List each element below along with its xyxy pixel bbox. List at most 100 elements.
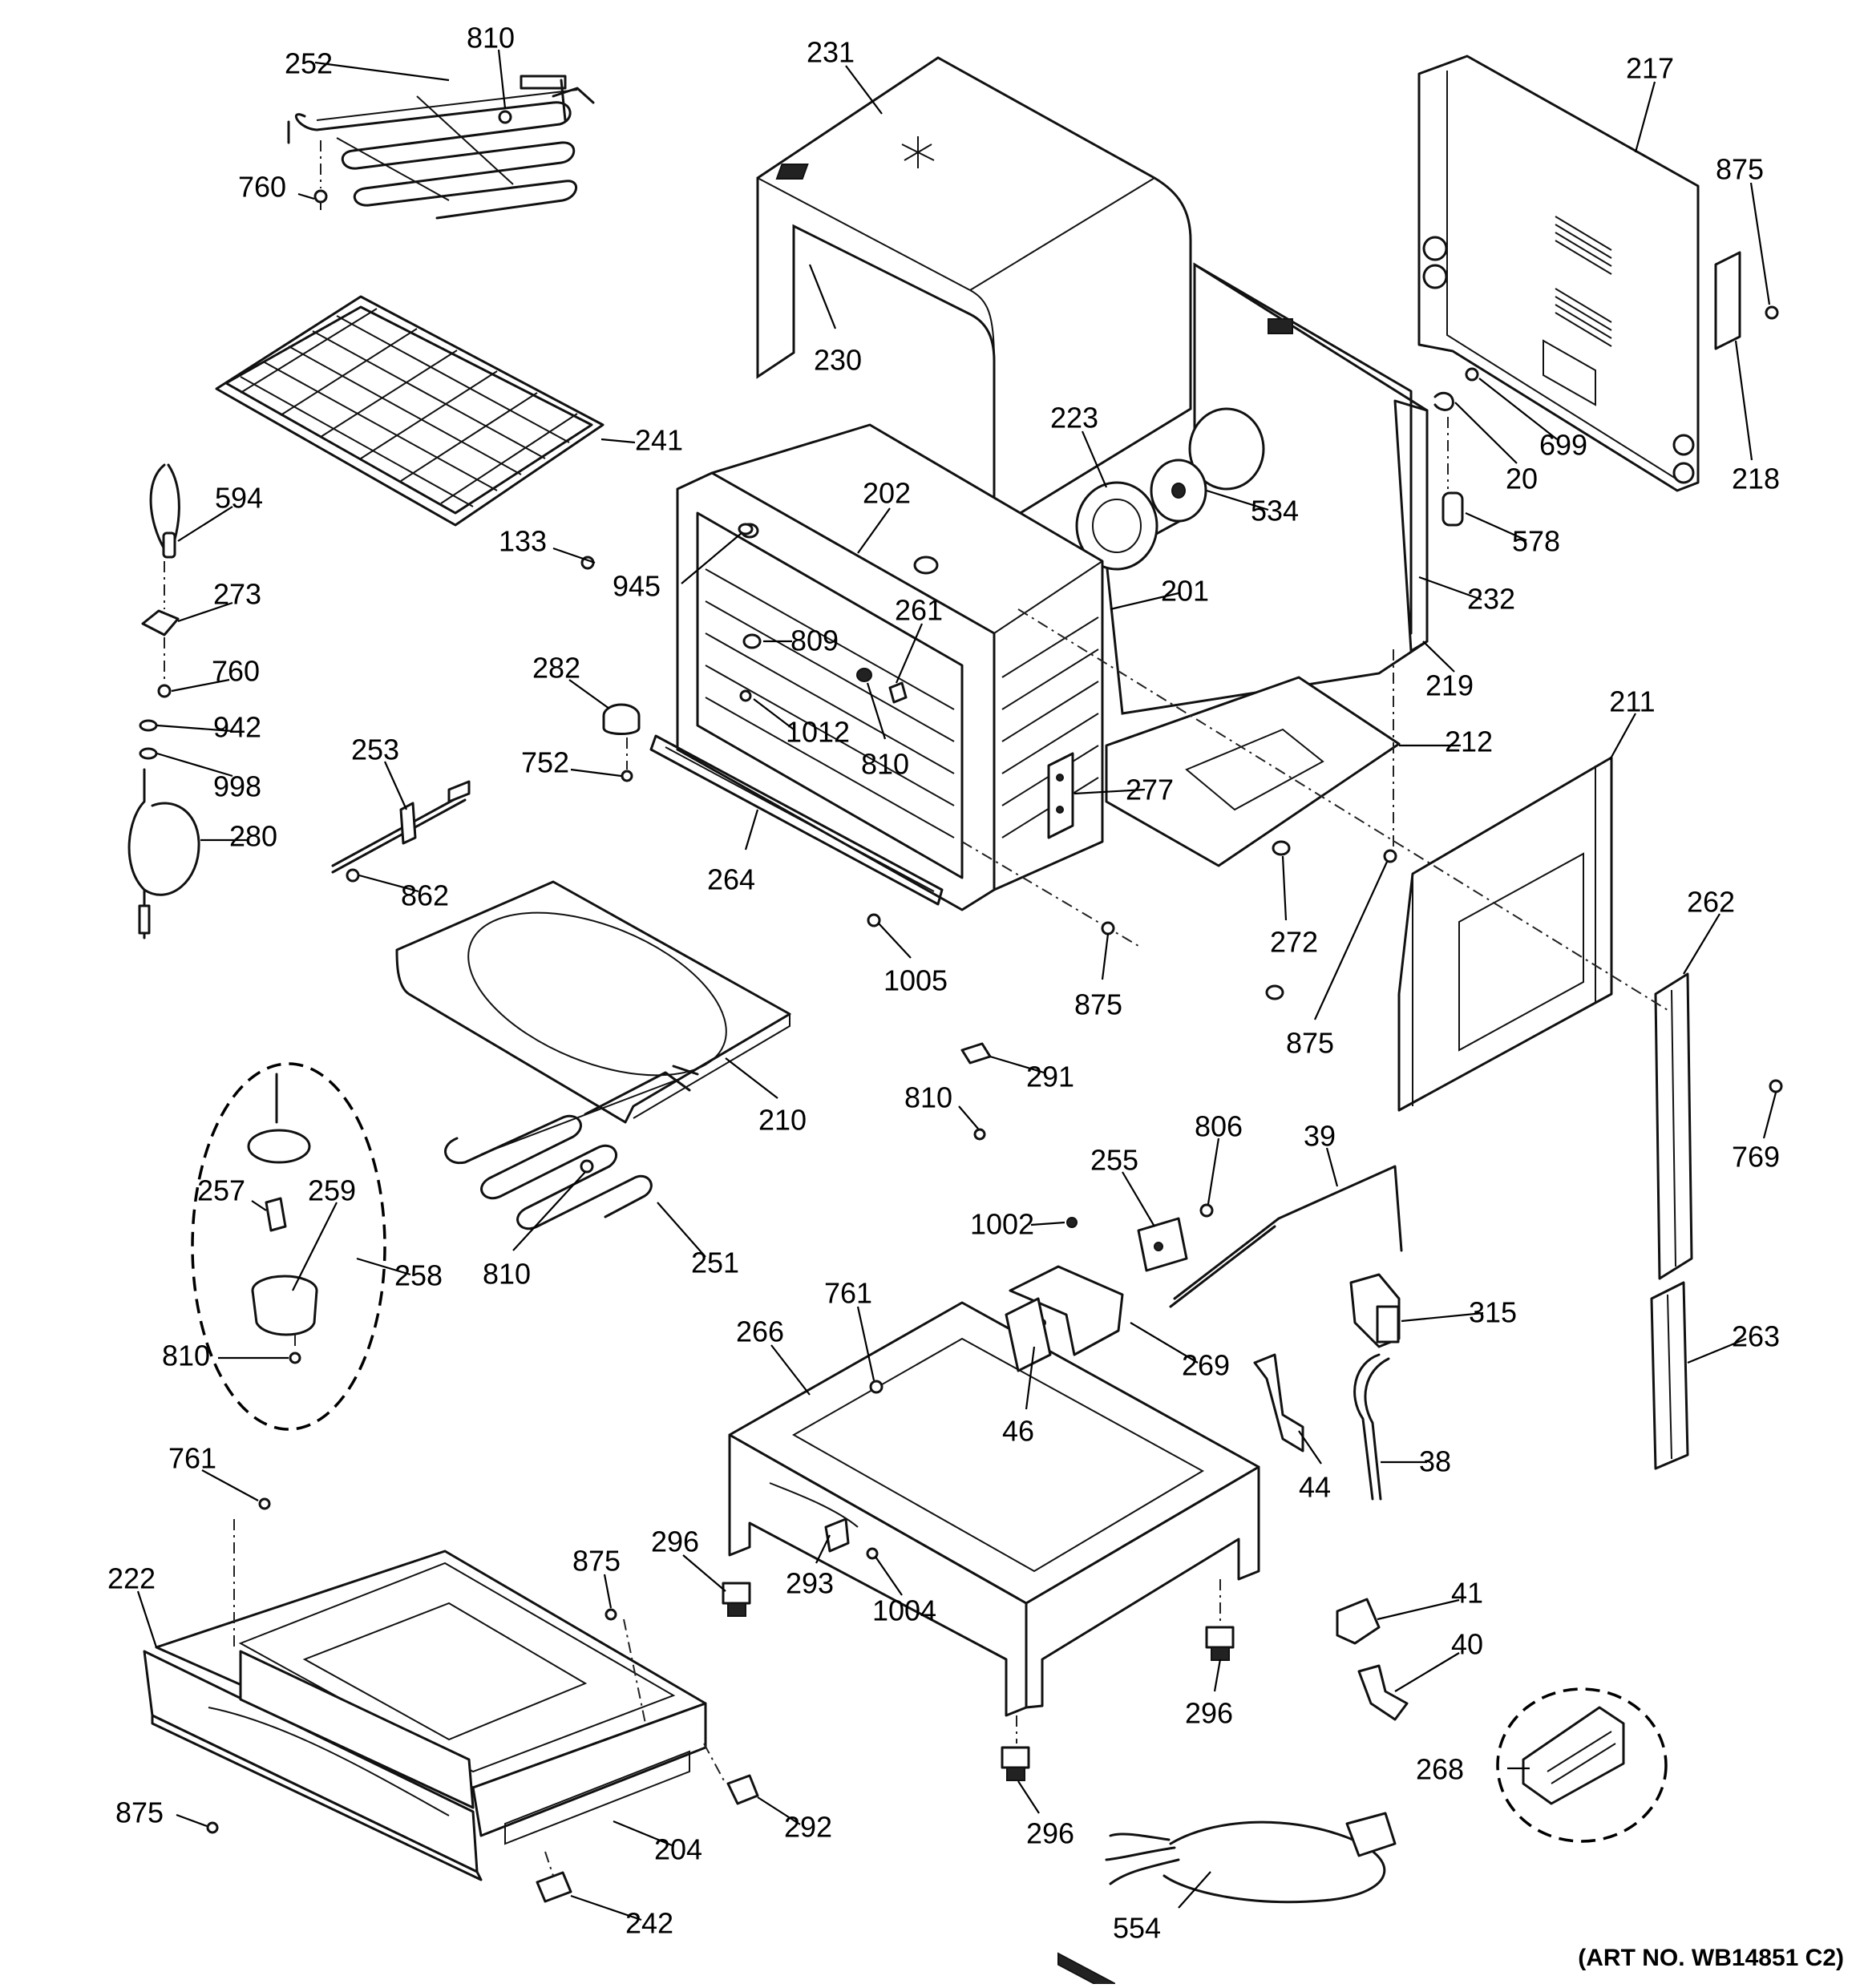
part-label-263: 263 <box>1732 1320 1780 1353</box>
part-label-212: 212 <box>1445 725 1493 758</box>
part-label-282: 282 <box>532 652 580 685</box>
part-label-40: 40 <box>1451 1628 1483 1661</box>
part-label-875d: 875 <box>572 1545 621 1578</box>
glide-242 <box>536 1871 572 1903</box>
part-label-293: 293 <box>786 1567 834 1600</box>
part-label-222: 222 <box>107 1562 156 1595</box>
part-label-1002: 1002 <box>970 1208 1034 1241</box>
part-268-group <box>1496 1687 1668 1843</box>
part-label-875b: 875 <box>1074 988 1122 1021</box>
leveler-296b <box>1205 1626 1235 1661</box>
part-label-296c: 296 <box>1026 1817 1074 1850</box>
washer-998 <box>139 747 158 760</box>
part-label-242: 242 <box>625 1907 673 1940</box>
part-945 <box>738 523 754 535</box>
bumper-272a <box>1272 840 1291 856</box>
leveler-296c <box>1001 1746 1030 1781</box>
screw-875e <box>206 1821 219 1834</box>
screw-1005 <box>867 913 881 927</box>
part-label-810b: 810 <box>861 748 909 781</box>
part-label-266: 266 <box>736 1315 784 1348</box>
part-809 <box>742 633 762 649</box>
tube-39 <box>1169 1165 1403 1308</box>
part-label-255: 255 <box>1090 1144 1138 1177</box>
part-label-202: 202 <box>863 477 911 510</box>
screw-862 <box>346 868 360 883</box>
bracket-273 <box>141 609 180 636</box>
part-label-230: 230 <box>814 344 862 377</box>
part-label-554: 554 <box>1113 1912 1161 1945</box>
art-number: (ART NO. WB14851 C2) <box>1578 1945 1844 1971</box>
part-label-761b: 761 <box>168 1442 216 1475</box>
part-261 <box>888 681 908 704</box>
part-label-257: 257 <box>197 1174 245 1207</box>
part-label-41: 41 <box>1451 1577 1483 1610</box>
temp-sensor-594 <box>149 463 180 559</box>
screw-875b <box>1101 921 1115 935</box>
part-label-219: 219 <box>1425 669 1474 702</box>
part-label-218: 218 <box>1732 463 1780 495</box>
mount-46 <box>1005 1297 1052 1372</box>
bumper-272b <box>1265 984 1284 1000</box>
valve-315 <box>1349 1273 1401 1348</box>
screw-760b <box>157 684 172 698</box>
part-label-261: 261 <box>895 594 943 627</box>
part-label-810e: 810 <box>162 1339 210 1372</box>
pipe-38 <box>1353 1353 1390 1501</box>
part-label-699: 699 <box>1539 429 1587 462</box>
oven-rack-241 <box>215 295 604 527</box>
part-label-223: 223 <box>1050 402 1098 434</box>
part-label-875a: 875 <box>1716 153 1764 186</box>
screw-810d <box>580 1159 594 1174</box>
clip-291 <box>960 1042 992 1065</box>
latch-group-258 <box>191 1062 386 1431</box>
part-label-232: 232 <box>1467 583 1515 616</box>
part-label-268: 268 <box>1416 1753 1464 1786</box>
part-label-760b: 760 <box>212 655 260 688</box>
trim-263 <box>1650 1281 1689 1470</box>
screw-752 <box>621 770 633 782</box>
clip-293 <box>824 1517 850 1553</box>
part-label-20: 20 <box>1506 463 1538 495</box>
part-label-201: 201 <box>1161 575 1209 608</box>
glide-292 <box>726 1774 759 1805</box>
part-label-534: 534 <box>1251 495 1299 527</box>
part-label-133: 133 <box>499 525 547 558</box>
part-label-277: 277 <box>1126 774 1174 806</box>
chassis-266 <box>728 1301 1260 1988</box>
part-label-753: 752 <box>521 746 569 779</box>
part-label-945: 945 <box>613 570 661 603</box>
clip-20 <box>1433 391 1454 411</box>
screw-769 <box>1769 1079 1783 1093</box>
part-label-315: 315 <box>1469 1296 1517 1329</box>
part-label-769: 769 <box>1732 1141 1780 1174</box>
part-label-44: 44 <box>1299 1471 1331 1504</box>
leveler-296a <box>722 1582 751 1617</box>
bracket-255 <box>1137 1217 1188 1272</box>
part-label-296a: 296 <box>651 1525 699 1558</box>
screw-761a <box>869 1380 884 1394</box>
part-label-810c: 810 <box>904 1081 952 1114</box>
cavity-wrapper-201 <box>1105 262 1429 715</box>
part-label-273: 273 <box>213 578 261 611</box>
part-label-210: 210 <box>758 1104 807 1137</box>
side-panel-211 <box>1397 756 1613 1112</box>
part-label-264: 264 <box>707 863 755 896</box>
screw-1012 <box>739 689 752 702</box>
regulator-41 <box>1336 1598 1381 1645</box>
part-label-810a: 810 <box>467 22 515 55</box>
part-label-38: 38 <box>1419 1445 1451 1478</box>
screw-875d <box>604 1608 617 1621</box>
knob-282 <box>602 703 641 735</box>
screw-1002 <box>1066 1217 1078 1228</box>
bar-264 <box>649 734 944 906</box>
part-label-231: 231 <box>807 36 855 69</box>
sensor-probe-280 <box>127 768 200 939</box>
screw-810c <box>973 1128 986 1141</box>
broil-element-252 <box>287 75 595 220</box>
part-label-280: 280 <box>229 820 277 853</box>
screw-875c <box>1383 849 1397 863</box>
